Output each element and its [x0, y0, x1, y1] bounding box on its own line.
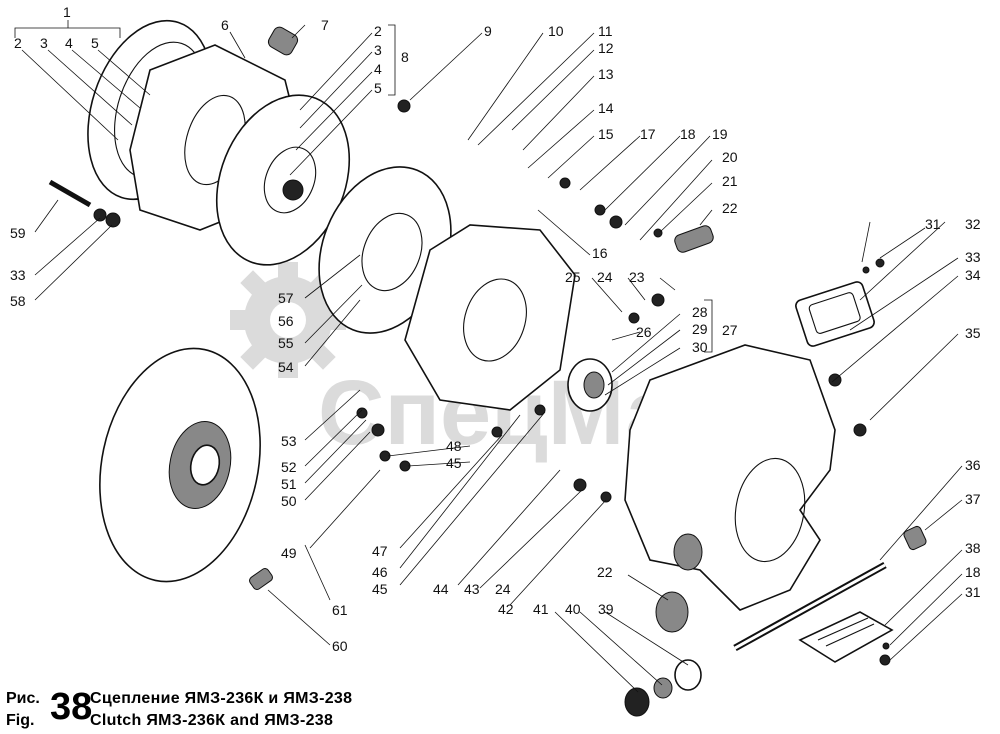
- part-release-bearing: [567, 358, 613, 412]
- part-spring: [267, 26, 299, 56]
- caption-label-en: Fig.: [6, 712, 35, 729]
- callout-label: 44: [433, 581, 449, 597]
- callout-label: 6: [221, 17, 229, 33]
- part-sleeve: [249, 568, 273, 590]
- callout-label: 20: [722, 149, 738, 165]
- callout-labels: 1 2 3 4 5 6 7 2 3 4 5 8 9 10 11 12 13 14…: [10, 4, 981, 654]
- callout-label: 31: [925, 216, 941, 232]
- part-seal-set: [624, 659, 702, 717]
- callout-label: 41: [533, 601, 549, 617]
- callout-label: 51: [281, 476, 297, 492]
- callout-label: 24: [597, 269, 613, 285]
- part-hatch-cover: [795, 281, 875, 347]
- part-clutch-assembly-complete: [99, 347, 261, 583]
- callout-label: 46: [372, 564, 388, 580]
- callout-label: 45: [372, 581, 388, 597]
- part-flywheel-housing-plate: [404, 224, 576, 411]
- callout-label: 5: [91, 35, 99, 51]
- callout-label: 33: [10, 267, 26, 283]
- callout-label: 24: [495, 581, 511, 597]
- callout-label: 54: [278, 359, 294, 375]
- callout-label: 18: [680, 126, 696, 142]
- callout-label: 2: [374, 23, 382, 39]
- callout-label: 45: [446, 455, 462, 471]
- callout-label: 55: [278, 335, 294, 351]
- callout-label: 27: [722, 322, 738, 338]
- part-bushing: [903, 525, 927, 551]
- callout-label: 22: [597, 564, 613, 580]
- callout-label: 40: [565, 601, 581, 617]
- callout-label: 37: [965, 491, 981, 507]
- callout-label: 32: [965, 216, 981, 232]
- callout-label: 39: [598, 601, 614, 617]
- callout-label: 10: [548, 23, 564, 39]
- part-release-shaft: [733, 561, 887, 652]
- callout-label: 48: [446, 438, 462, 454]
- callout-label: 11: [598, 23, 613, 39]
- callout-label: 57: [278, 290, 294, 306]
- callout-label: 47: [372, 543, 388, 559]
- callout-label: 2: [14, 35, 22, 51]
- callout-label: 16: [592, 245, 608, 261]
- callout-label: 21: [722, 173, 738, 189]
- caption-title-en: Clutch ЯМЗ-236К and ЯМЗ-238: [90, 712, 334, 729]
- callout-label: 50: [281, 493, 297, 509]
- callout-label: 7: [321, 17, 329, 33]
- callout-label: 3: [40, 35, 48, 51]
- callout-label: 49: [281, 545, 297, 561]
- figure-number: 38: [50, 686, 93, 728]
- callout-label: 26: [636, 324, 652, 340]
- callout-label: 4: [374, 61, 382, 77]
- callout-label: 18: [965, 564, 981, 580]
- callout-label: 43: [464, 581, 480, 597]
- caption-label-ru: Рис.: [6, 690, 40, 707]
- callout-label: 30: [692, 339, 708, 355]
- callout-label: 1: [63, 4, 71, 20]
- callout-label: 52: [281, 459, 297, 475]
- callout-label: 35: [965, 325, 981, 341]
- part-fasteners: [93, 99, 891, 666]
- callout-label: 29: [692, 321, 708, 337]
- callout-label: 53: [281, 433, 297, 449]
- callout-label: 14: [598, 100, 614, 116]
- callout-label: 9: [484, 23, 492, 39]
- callout-label: 33: [965, 249, 981, 265]
- callout-label: 56: [278, 313, 294, 329]
- callout-label: 5: [374, 80, 382, 96]
- callout-label: 38: [965, 540, 981, 556]
- callout-label: 4: [65, 35, 73, 51]
- part-stud-bolt: [48, 179, 92, 208]
- callout-label: 25: [565, 269, 581, 285]
- parts-illustration: [48, 19, 927, 717]
- callout-label: 61: [332, 602, 348, 618]
- callout-label: 31: [965, 584, 981, 600]
- callout-label: 3: [374, 42, 382, 58]
- figure-caption: 38 Рис. Сцепление ЯМЗ-236К и ЯМЗ-238 Fig…: [6, 686, 353, 732]
- part-grease-fitting: [655, 225, 714, 633]
- callout-label: 22: [722, 200, 738, 216]
- callout-label: 13: [598, 66, 614, 82]
- callout-label: 23: [629, 269, 645, 285]
- part-clutch-bell-housing: [624, 344, 836, 611]
- callout-label: 8: [401, 49, 409, 65]
- callout-label: 60: [332, 638, 348, 654]
- callout-label: 15: [598, 126, 614, 142]
- leader-lines: [14, 20, 963, 693]
- callout-label: 36: [965, 457, 981, 473]
- callout-label: 17: [640, 126, 656, 142]
- callout-label: 12: [598, 40, 614, 56]
- callout-label: 34: [965, 267, 981, 283]
- part-lower-hatch-cover: [798, 611, 894, 663]
- callout-label: 28: [692, 304, 708, 320]
- callout-label: 19: [712, 126, 728, 142]
- caption-title-ru: Сцепление ЯМЗ-236К и ЯМЗ-238: [90, 690, 353, 707]
- callout-label: 42: [498, 601, 514, 617]
- callout-label: 59: [10, 225, 26, 241]
- callout-label: 58: [10, 293, 26, 309]
